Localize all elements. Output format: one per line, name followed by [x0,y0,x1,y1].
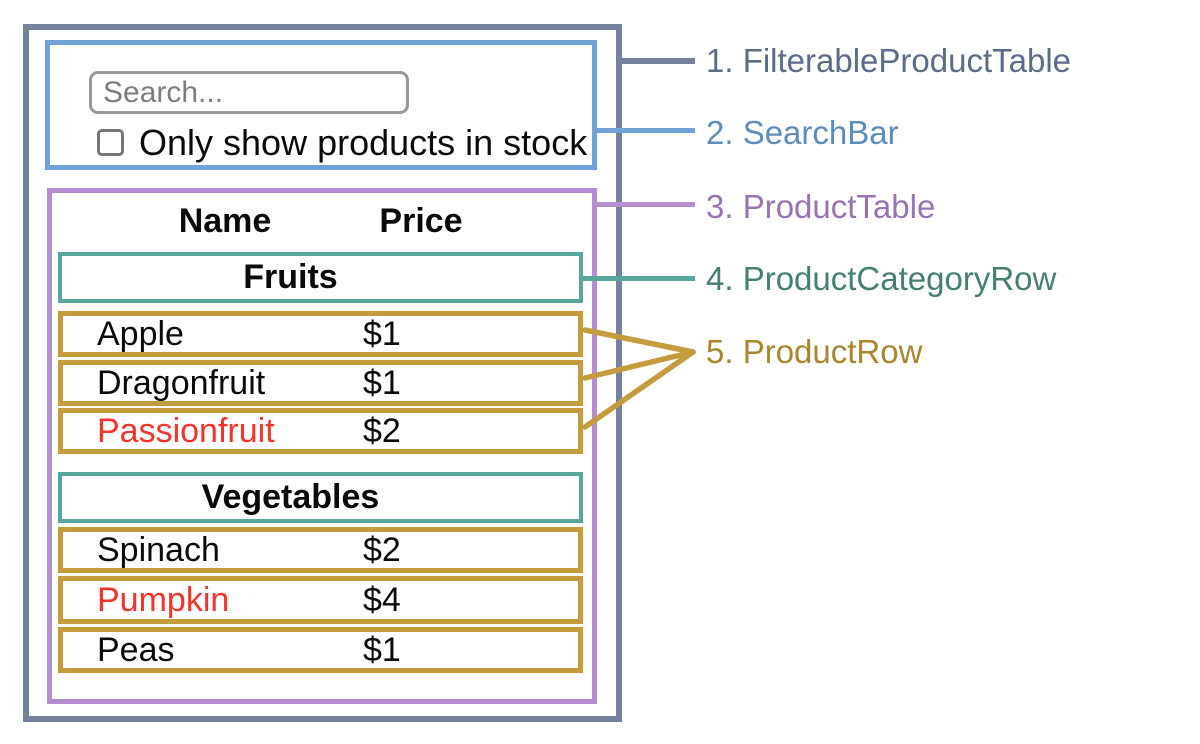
category-row-fruits: Fruits [58,252,583,303]
label-filterable-product-table: 1. FilterableProductTable [706,42,1072,79]
search-input[interactable] [89,71,409,114]
product-name: Peas [97,631,175,669]
connector-line-filterable-product-table [617,58,695,64]
column-header-price: Price [379,202,463,240]
column-header-name: Name [178,202,272,240]
product-price: $1 [363,315,401,353]
product-row: Spinach $2 [58,527,583,573]
product-price: $1 [363,364,401,402]
product-price: $4 [363,581,401,619]
product-name: Spinach [97,531,220,569]
category-label: Fruits [243,258,338,296]
product-row: Apple $1 [58,311,583,357]
label-product-row: 5. ProductRow [706,333,923,370]
in-stock-checkbox[interactable] [97,129,124,156]
product-name: Pumpkin [97,581,230,619]
connector-line-product-table [592,202,695,207]
product-price: $2 [363,412,401,450]
product-name: Passionfruit [97,412,275,450]
connector-fan-product-rows [582,327,696,430]
label-product-table: 3. ProductTable [706,188,936,225]
product-row: Pumpkin $4 [58,576,583,624]
category-label: Vegetables [201,478,380,516]
product-price: $2 [363,531,401,569]
product-price: $1 [363,631,401,669]
product-row: Passionfruit $2 [58,408,583,454]
product-name: Dragonfruit [97,364,266,402]
label-search-bar: 2. SearchBar [706,114,899,151]
in-stock-checkbox-label: Only show products in stock [139,122,588,163]
product-row: Peas $1 [58,627,583,673]
product-name: Apple [97,315,184,353]
connector-line-product-category-row [579,276,695,281]
category-row-vegetables: Vegetables [58,472,583,523]
connector-line-search-bar [592,128,695,133]
label-product-category-row: 4. ProductCategoryRow [706,260,1057,297]
product-row: Dragonfruit $1 [58,360,583,406]
